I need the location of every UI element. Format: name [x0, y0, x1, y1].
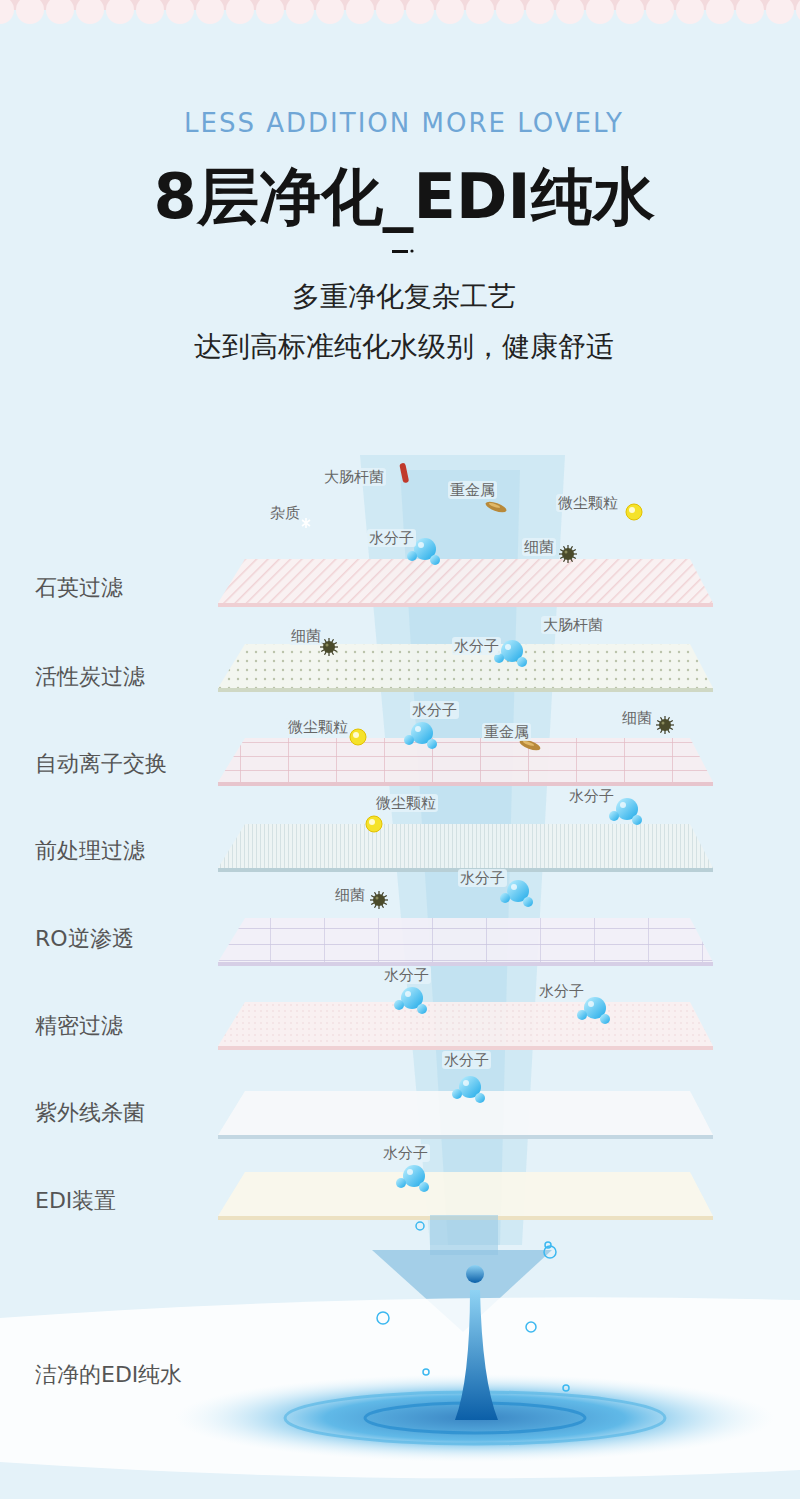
- bac-icon: [559, 545, 577, 563]
- rod-icon: [399, 463, 409, 484]
- particle-label: 细菌: [620, 709, 654, 727]
- layer-label: 精密过滤: [35, 1013, 123, 1039]
- scallop: [376, 0, 404, 24]
- mol-icon: [452, 1076, 485, 1103]
- layer-label: 紫外线杀菌: [35, 1100, 145, 1126]
- particle-label: 水分子: [382, 966, 431, 984]
- filter-sheet: [218, 1172, 713, 1220]
- scallop: [796, 0, 800, 24]
- scallop: [706, 0, 734, 24]
- filter-sheet: [218, 824, 713, 872]
- particle-label: 重金属: [448, 481, 497, 499]
- scallop: [316, 0, 344, 24]
- scallop: [46, 0, 74, 24]
- scallop: [436, 0, 464, 24]
- metal-icon: [484, 499, 507, 514]
- subtitle: 多重净化复杂工艺: [4, 280, 800, 314]
- dust-icon: [350, 729, 366, 745]
- scallop: [196, 0, 224, 24]
- layer-label: RO逆渗透: [35, 926, 134, 952]
- scallop: [0, 0, 14, 24]
- scallop: [676, 0, 704, 24]
- mol-icon: [404, 722, 437, 749]
- layer-label: EDI装置: [35, 1188, 116, 1214]
- title: 8层净化_EDI纯水: [4, 160, 800, 234]
- particle-label: 微尘颗粒: [556, 494, 620, 512]
- scallop: [736, 0, 764, 24]
- particle-label: 微尘颗粒: [286, 718, 350, 736]
- dust-icon: [366, 816, 382, 832]
- layer-label: 活性炭过滤: [35, 664, 145, 690]
- scallop: [586, 0, 614, 24]
- subtitle: 达到高标准纯化水级别，健康舒适: [4, 330, 800, 364]
- filter-sheet: [218, 918, 713, 966]
- particle-label: 大肠杆菌: [541, 616, 605, 634]
- scallop: [106, 0, 134, 24]
- scallop: [286, 0, 314, 24]
- dust-icon: [626, 504, 642, 520]
- particle-label: 大肠杆菌: [322, 468, 386, 486]
- scallop: [466, 0, 494, 24]
- particle-label: 水分子: [410, 701, 459, 719]
- filter-sheet: [218, 738, 713, 786]
- mol-icon: [396, 1165, 429, 1192]
- particle-label: 重金属: [482, 723, 531, 741]
- scallop: [766, 0, 794, 24]
- bubble: [563, 1385, 569, 1391]
- scallop: [346, 0, 374, 24]
- scallop: [646, 0, 674, 24]
- layer-label: 洁净的EDI纯水: [35, 1362, 182, 1388]
- particle-label: 水分子: [537, 982, 586, 1000]
- scallop: [226, 0, 254, 24]
- bubble: [545, 1242, 551, 1248]
- particle-label: 细菌: [333, 886, 367, 904]
- scallop: [166, 0, 194, 24]
- scallop: [16, 0, 44, 24]
- scallop: [526, 0, 554, 24]
- filter-sheet: [218, 1002, 713, 1050]
- scallop: [256, 0, 284, 24]
- imp-icon: [302, 518, 310, 528]
- particle-label: 水分子: [452, 637, 501, 655]
- scallop: [496, 0, 524, 24]
- bac-icon: [370, 891, 388, 909]
- scallop: [406, 0, 434, 24]
- scallop: [76, 0, 104, 24]
- particle-label: 水分子: [567, 787, 616, 805]
- filter-sheet: [218, 1091, 713, 1139]
- mol-icon: [394, 987, 427, 1014]
- particle-label: 水分子: [367, 529, 416, 547]
- particle-label: 杂质: [268, 504, 302, 522]
- particle-label: 水分子: [442, 1051, 491, 1069]
- bac-icon: [656, 716, 674, 734]
- scallop: [616, 0, 644, 24]
- mol-icon: [577, 997, 610, 1024]
- particle-label: 水分子: [458, 869, 507, 887]
- layer-label: 前处理过滤: [35, 838, 145, 864]
- particle-label: 细菌: [522, 538, 556, 556]
- particle-label: 细菌: [289, 627, 323, 645]
- scallop: [136, 0, 164, 24]
- bubble: [423, 1369, 429, 1375]
- scallop: [556, 0, 584, 24]
- particle-label: 水分子: [381, 1144, 430, 1162]
- layer-label: 自动离子交换: [35, 751, 167, 777]
- bubble: [416, 1222, 424, 1230]
- bubble: [526, 1322, 536, 1332]
- particle-label: 微尘颗粒: [374, 794, 438, 812]
- filter-sheet: [218, 559, 713, 607]
- tagline: LESS ADDITION MORE LOVELY: [4, 108, 800, 139]
- bubble: [377, 1312, 389, 1324]
- layer-label: 石英过滤: [35, 575, 123, 601]
